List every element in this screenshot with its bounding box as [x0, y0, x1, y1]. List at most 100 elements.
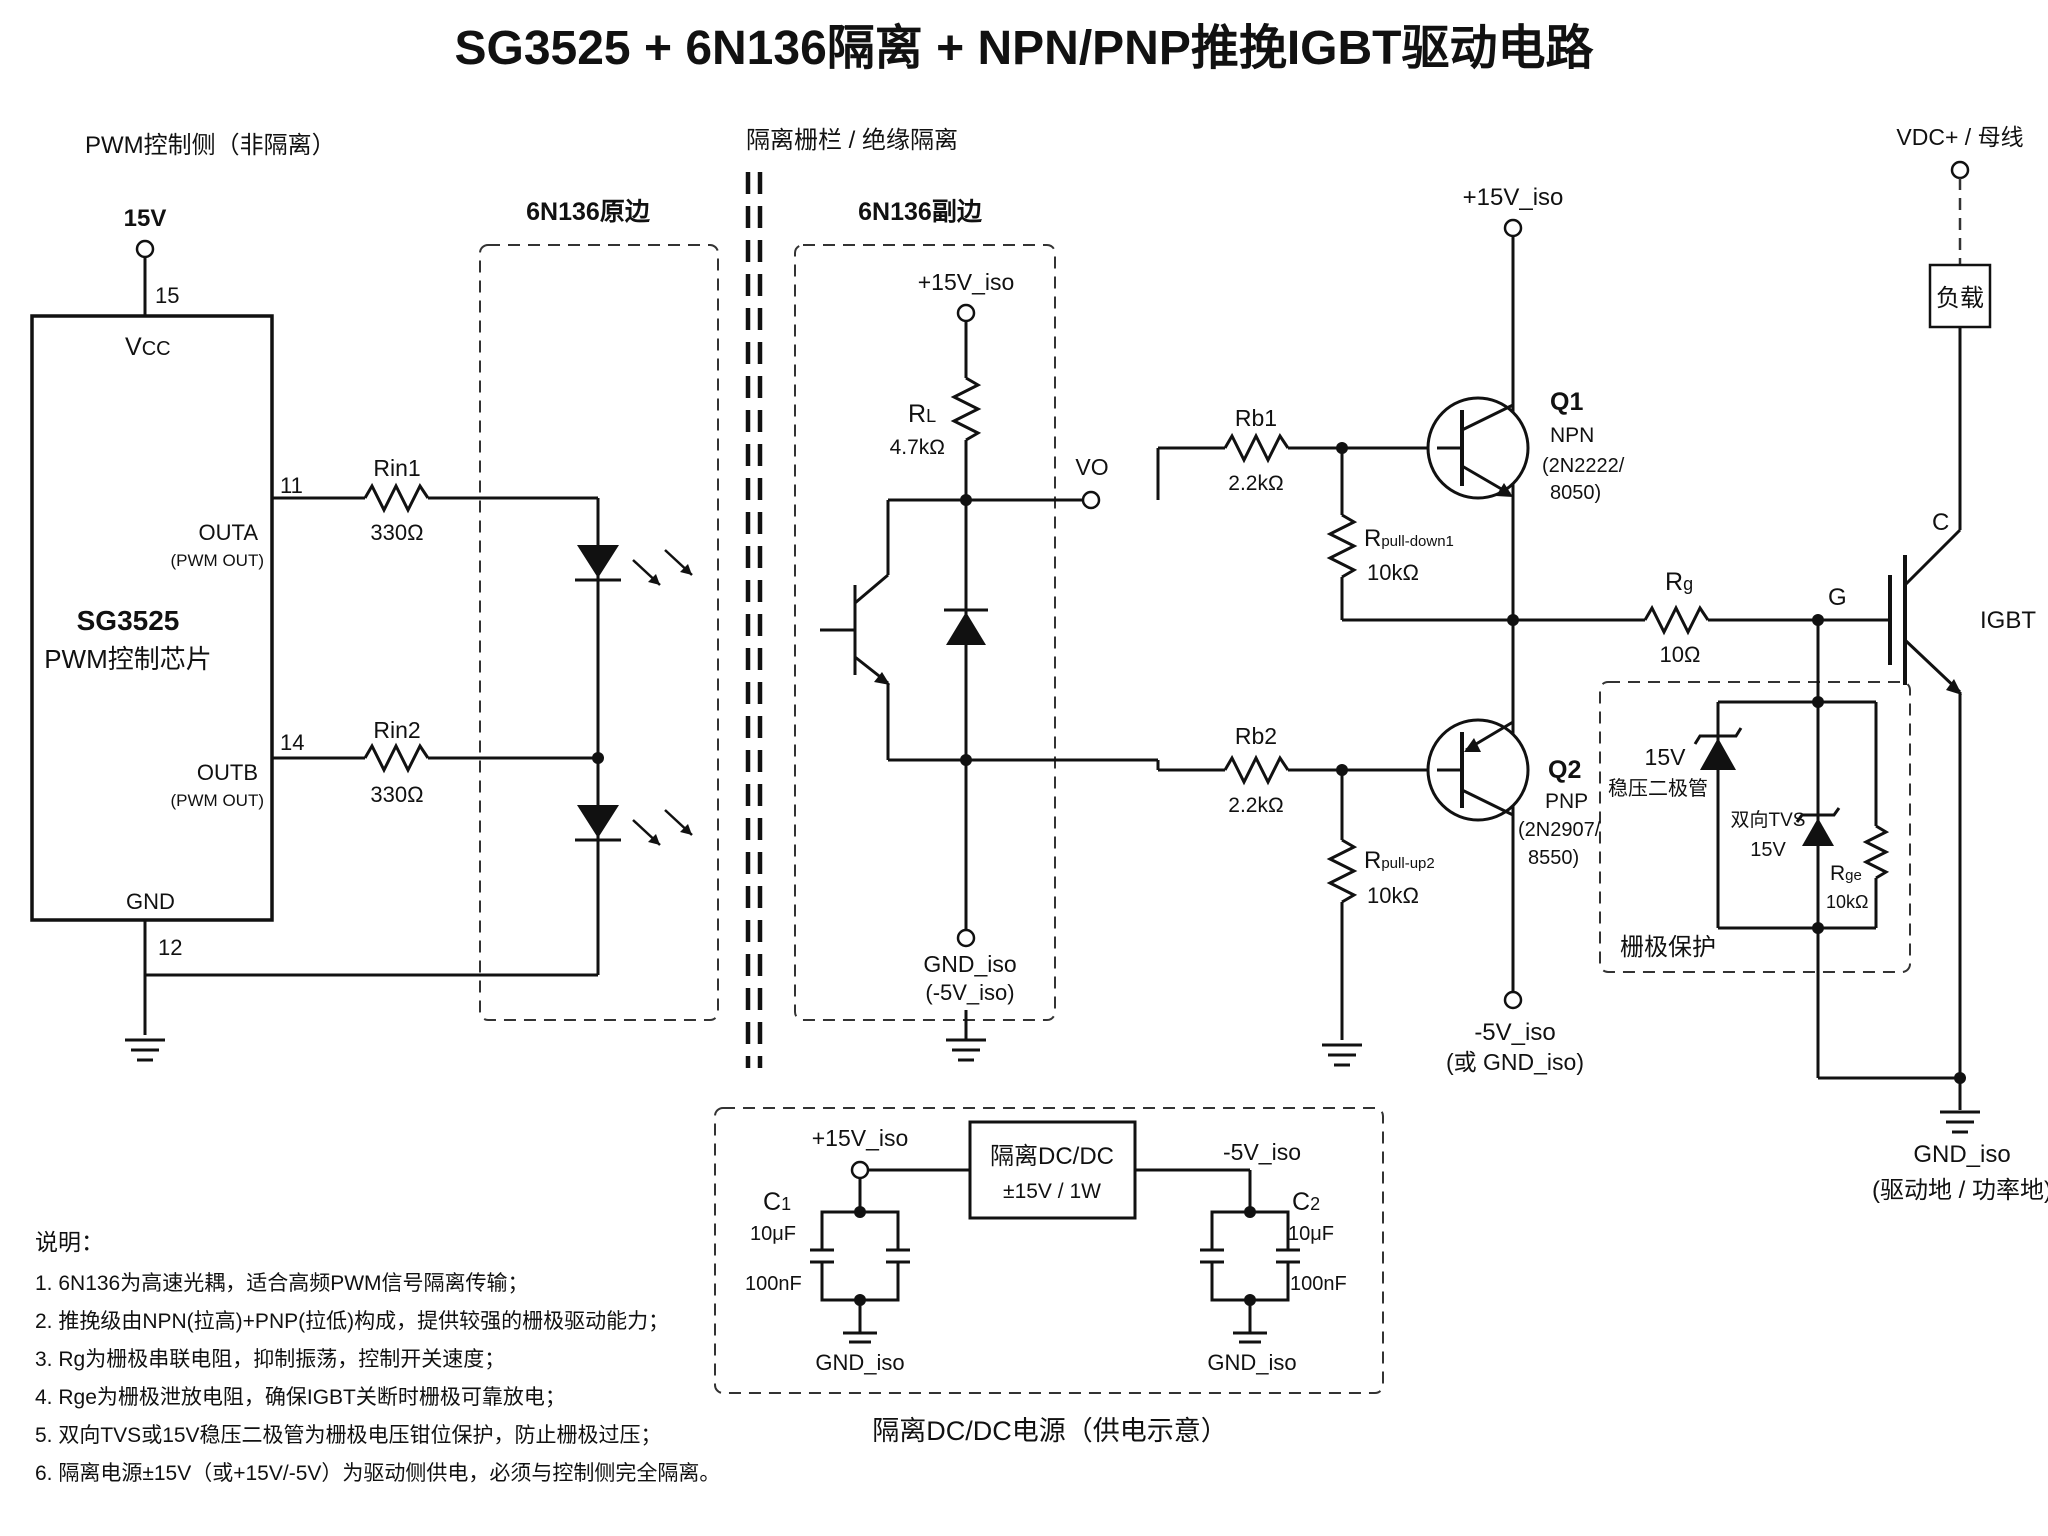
q1-npn-transistor: [1426, 396, 1530, 500]
rg-name: Rg: [1665, 568, 1693, 596]
rb1-name: Rb1: [1235, 405, 1277, 431]
supply-terminal: [135, 239, 155, 259]
q-neg5-label: -5V_iso: [1474, 1019, 1555, 1046]
dcdc-gnd-right: GND_iso: [1207, 1350, 1296, 1375]
gate-label: G: [1828, 584, 1847, 611]
sec-gnd-label: GND_iso: [923, 951, 1016, 977]
q-v15-label: +15V_iso: [1463, 184, 1564, 211]
ground-symbol-c1: [843, 1331, 877, 1344]
c2-value: 10μF: [1288, 1223, 1334, 1245]
rpu-value: 10kΩ: [1367, 883, 1419, 908]
dcdc-module: [968, 1120, 1137, 1220]
vo-terminal: [1081, 490, 1101, 510]
rin2-value: 330Ω: [370, 782, 423, 807]
ic-gnd: GND: [126, 889, 175, 914]
primary-label: 6N136原边: [526, 198, 651, 226]
dcdc-in-label: +15V_iso: [812, 1125, 909, 1151]
note-2: 2. 推挽级由NPN(拉高)+PNP(拉低)构成，提供较强的栅极驱动能力；: [35, 1310, 669, 1333]
q-neg5-terminal: [1503, 990, 1523, 1010]
tvs-diode: [1795, 807, 1841, 846]
note-5: 5. 双向TVS或15V稳压二极管为栅极电压钳位保护，防止栅极过压；: [35, 1424, 662, 1447]
load-box: [1928, 263, 1992, 329]
pin14-label: 14: [280, 730, 304, 755]
q2-part1: (2N2907/: [1518, 819, 1601, 841]
gate-protect-box: [1599, 681, 1911, 973]
rpu-name: Rpull-up2: [1364, 847, 1435, 874]
c2-small: 100nF: [1290, 1273, 1347, 1295]
led-2: [575, 805, 693, 846]
igbt-gnd-label: GND_iso: [1913, 1141, 2010, 1168]
barrier-label: 隔离栅栏 / 绝缘隔离: [746, 127, 958, 154]
rin1-name: Rin1: [373, 455, 420, 481]
q2-pnp-transistor: [1426, 718, 1530, 822]
rin1-resistor: [363, 482, 430, 514]
notes-heading: 说明：: [35, 1229, 104, 1255]
vdc-label: VDC+ / 母线: [1896, 124, 2023, 150]
ground-symbol-c2: [1233, 1331, 1267, 1344]
dcdc-box: [714, 1107, 1384, 1394]
led-1: [575, 545, 693, 586]
igbt-gnd-note: (驱动地 / 功率地): [1872, 1177, 2048, 1204]
q-v15-terminal: [1503, 218, 1523, 238]
c2-name: C2: [1292, 1188, 1320, 1216]
pin11-label: 11: [280, 473, 303, 498]
rge-name: Rge: [1830, 862, 1862, 885]
cap-c1: [810, 1210, 910, 1302]
sg3525-chip: [30, 314, 274, 922]
rge-resistor: [1862, 824, 1890, 880]
secondary-label: 6N136副边: [858, 198, 983, 226]
note-4: 4. Rge为栅极泄放电阻，确保IGBT关断时栅极可靠放电；: [35, 1386, 566, 1409]
ground-symbol-ic: [125, 1038, 165, 1062]
zener-name: 稳压二极管: [1608, 777, 1708, 800]
clamp-diode: [944, 608, 988, 645]
rin2-resistor: [363, 742, 430, 774]
rb2-value: 2.2kΩ: [1228, 794, 1283, 817]
rl-resistor: [950, 376, 982, 442]
sec-v15-label: +15V_iso: [918, 269, 1015, 295]
vdc-terminal: [1950, 160, 1970, 180]
rpd-value: 10kΩ: [1367, 560, 1419, 585]
sec-v15-terminal: [956, 303, 976, 323]
pin12-label: 12: [158, 935, 182, 960]
cap-c2: [1200, 1210, 1300, 1302]
q2-name: Q2: [1548, 756, 1581, 784]
note-3: 3. Rg为栅极串联电阻，抑制振荡，控制开关速度；: [35, 1348, 505, 1371]
rpu-resistor: [1326, 838, 1358, 904]
q2-part2: 8550): [1528, 847, 1579, 869]
rb1-resistor: [1223, 432, 1290, 464]
igbt-symbol: [1888, 528, 1962, 695]
rpd-name: Rpull-down1: [1364, 525, 1454, 552]
c1-small: 100nF: [745, 1273, 802, 1295]
tvs-v: 15V: [1750, 839, 1786, 861]
dcdc-out-label: -5V_iso: [1223, 1139, 1301, 1165]
rl-name: RL: [908, 400, 936, 428]
c1-value: 10μF: [750, 1223, 796, 1245]
ic-outb: OUTB: [197, 760, 258, 785]
ic-outa: OUTA: [199, 520, 259, 545]
ic-outa-sub: (PWM OUT): [171, 551, 264, 570]
pin15-label: 15: [155, 283, 179, 308]
q1-name: Q1: [1550, 388, 1583, 416]
rin1-value: 330Ω: [370, 520, 423, 545]
sec-gnd-terminal: [956, 928, 976, 948]
zener-diode: [1693, 727, 1743, 770]
rge-value: 10kΩ: [1826, 892, 1868, 912]
load-label: 负载: [1936, 285, 1984, 312]
rb2-name: Rb2: [1235, 723, 1277, 749]
zener-v: 15V: [1645, 744, 1687, 770]
ic-name: SG3525: [77, 605, 180, 636]
gate-protect-label: 栅极保护: [1620, 934, 1716, 961]
c1-name: C1: [763, 1188, 791, 1216]
ground-symbol-igbt: [1940, 1110, 1980, 1134]
ic-desc: PWM控制芯片: [44, 644, 212, 674]
dcdc-in-terminal: [850, 1160, 870, 1180]
rpd-resistor: [1326, 513, 1358, 579]
page-title: SG3525 + 6N136隔离 + NPN/PNP推挽IGBT驱动电路: [454, 22, 1594, 75]
dcdc-spec: ±15V / 1W: [1003, 1180, 1101, 1203]
q2-type: PNP: [1545, 790, 1588, 813]
sec-neg5-label: (-5V_iso): [925, 980, 1014, 1005]
q1-type: NPN: [1550, 424, 1594, 447]
note-6: 6. 隔离电源±15V（或+15V/-5V）为驱动侧供电，必须与控制侧完全隔离。: [35, 1462, 720, 1485]
dcdc-gnd-left: GND_iso: [815, 1350, 904, 1375]
